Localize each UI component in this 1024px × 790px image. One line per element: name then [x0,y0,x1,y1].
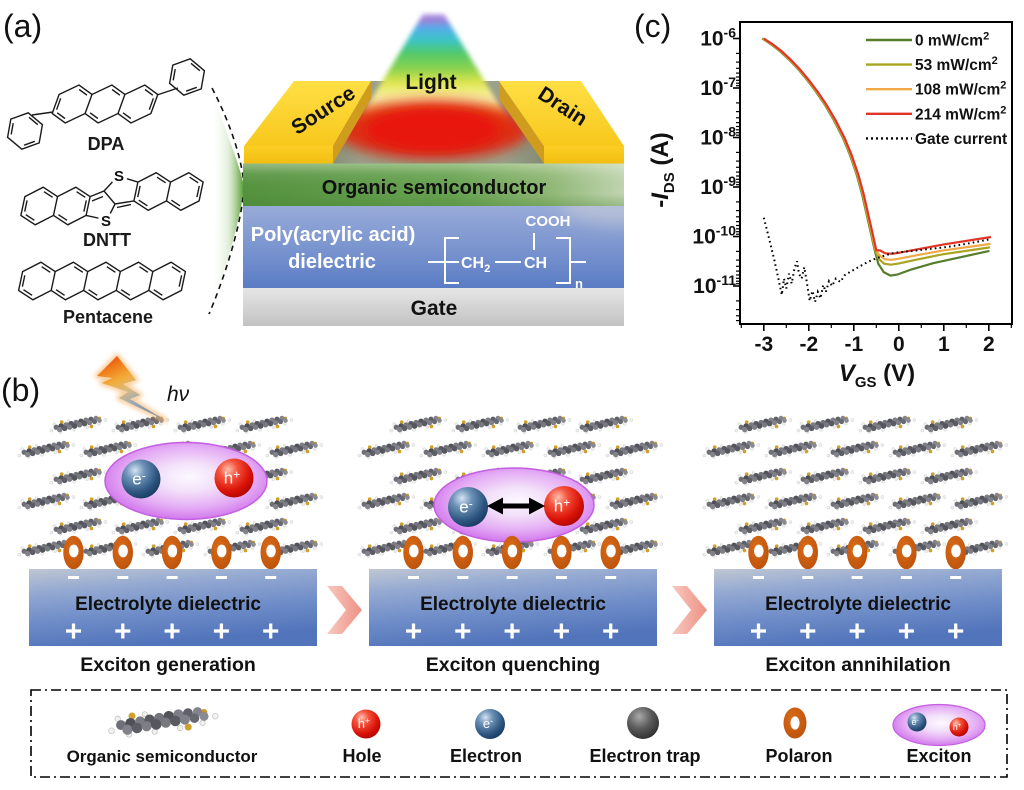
svg-text:DPA: DPA [88,134,125,154]
svg-text:0: 0 [893,333,905,356]
svg-text:COOH: COOH [526,213,571,230]
svg-text:Organic semiconductor: Organic semiconductor [67,747,258,766]
svg-text:-3: -3 [754,333,773,356]
svg-text:1: 1 [938,333,950,356]
svg-text:10-10: 10-10 [692,223,736,249]
svg-text:S: S [101,213,111,230]
svg-text:CH: CH [524,255,547,272]
svg-text:-2: -2 [799,333,818,356]
svg-text:0 mW/cm2: 0 mW/cm2 [915,31,989,50]
svg-text:hν: hν [167,383,190,406]
svg-text:h+: h+ [953,722,962,732]
svg-text:Exciton quenching: Exciton quenching [426,654,600,676]
svg-text:Pentacene: Pentacene [63,307,153,327]
svg-text:e-: e- [911,717,918,727]
svg-text:Gate: Gate [411,297,458,320]
svg-text:(c): (c) [634,8,671,44]
svg-text:(b): (b) [1,372,40,408]
svg-text:53 mW/cm2: 53 mW/cm2 [915,55,998,74]
svg-text:(a): (a) [3,8,42,44]
svg-text:Polaron: Polaron [765,746,832,766]
svg-text:Electron: Electron [450,746,522,766]
svg-text:e-: e- [483,716,493,731]
svg-text:Organic semiconductor: Organic semiconductor [322,177,547,199]
svg-text:214 mW/cm2: 214 mW/cm2 [915,104,1006,123]
svg-text:10-7: 10-7 [700,74,736,100]
svg-text:108 mW/cm2: 108 mW/cm2 [915,80,1006,99]
svg-text:-1: -1 [844,333,863,356]
svg-text:Exciton generation: Exciton generation [80,654,256,676]
svg-text:DNTT: DNTT [83,230,131,250]
svg-text:2: 2 [983,333,995,356]
svg-text:Electrolyte dielectric: Electrolyte dielectric [75,594,261,615]
svg-text:Poly(acrylic acid): Poly(acrylic acid) [251,224,416,246]
svg-text:Exciton annihilation: Exciton annihilation [765,654,950,676]
svg-text:S: S [114,168,124,185]
svg-text:n: n [575,276,583,291]
svg-text:Electrolyte dielectric: Electrolyte dielectric [420,594,606,615]
svg-text:10-8: 10-8 [700,124,736,150]
svg-text:Hole: Hole [342,746,381,766]
svg-text:10-11: 10-11 [693,272,736,298]
svg-text:-IDS (A): -IDS (A) [647,132,678,208]
svg-text:Exciton: Exciton [906,746,971,766]
svg-text:Electron trap: Electron trap [589,746,700,766]
svg-text:Light: Light [405,71,456,94]
svg-text:10-9: 10-9 [700,173,736,199]
svg-text:10-6: 10-6 [700,25,736,51]
svg-text:dielectric: dielectric [288,251,376,273]
svg-text:VGS (V): VGS (V) [839,360,915,391]
svg-text:CH2: CH2 [461,255,490,275]
svg-text:Gate current: Gate current [915,131,1007,148]
svg-text:Electrolyte dielectric: Electrolyte dielectric [765,594,951,615]
